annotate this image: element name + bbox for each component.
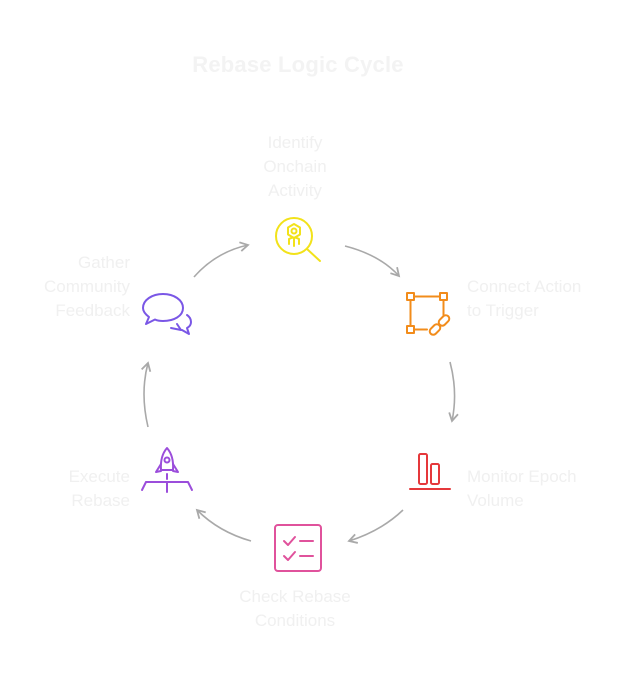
step-label-monitor-epoch-volume: Monitor Epoch Volume xyxy=(467,467,577,510)
step-label-identify-onchain-activity: Identify Onchain Activity xyxy=(263,133,327,200)
arrow-check-to-execute xyxy=(195,508,252,542)
link-trigger-icon xyxy=(405,291,455,341)
arrow-gather-to-identify xyxy=(193,241,250,278)
checklist-icon xyxy=(273,523,325,575)
bar-chart-icon xyxy=(407,450,453,494)
step-label-execute-rebase: Execute Rebase xyxy=(68,467,130,510)
arrow-identify-to-connect xyxy=(344,245,401,278)
step-label-gather-feedback: Gather Community Feedback xyxy=(44,253,130,320)
diagram-title: Rebase Logic Cycle xyxy=(192,52,404,77)
chat-bubbles-icon xyxy=(141,290,195,340)
rocket-icon xyxy=(140,446,194,496)
step-label-check-rebase-conditions: Check Rebase Conditions xyxy=(239,587,351,630)
arrow-connect-to-monitor xyxy=(448,361,459,423)
step-label-connect-action: Connect Action to Trigger xyxy=(467,277,582,320)
arrow-monitor-to-check xyxy=(347,509,404,544)
onchain-search-icon xyxy=(272,214,324,266)
arrow-execute-to-gather xyxy=(141,361,152,428)
